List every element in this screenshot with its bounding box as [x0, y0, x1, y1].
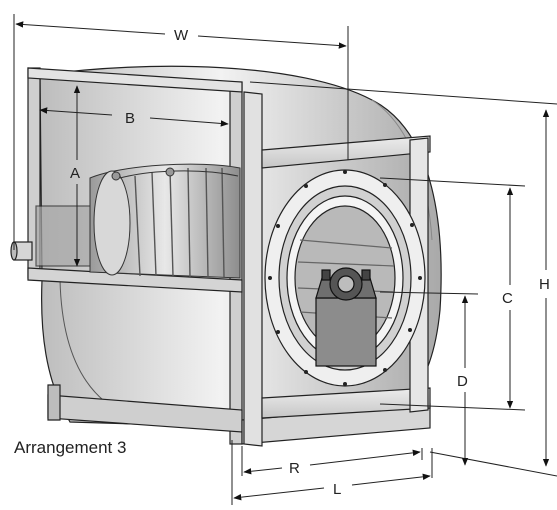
dim-label-w: W — [174, 27, 189, 44]
dim-label-c: C — [502, 290, 513, 307]
blower-wheel — [89, 163, 241, 279]
dim-label-l: L — [333, 481, 341, 498]
arrangement-caption: Arrangement 3 — [14, 438, 127, 457]
dim-label-b: B — [125, 110, 135, 127]
bearing — [315, 267, 377, 367]
left-frame — [27, 67, 243, 445]
dim-label-h: H — [539, 276, 550, 293]
dim-label-d: D — [457, 373, 468, 390]
dimension-lines — [13, 14, 557, 505]
lower-base — [47, 384, 431, 445]
dim-label-r: R — [289, 460, 300, 477]
dim-label-a: A — [70, 165, 80, 182]
